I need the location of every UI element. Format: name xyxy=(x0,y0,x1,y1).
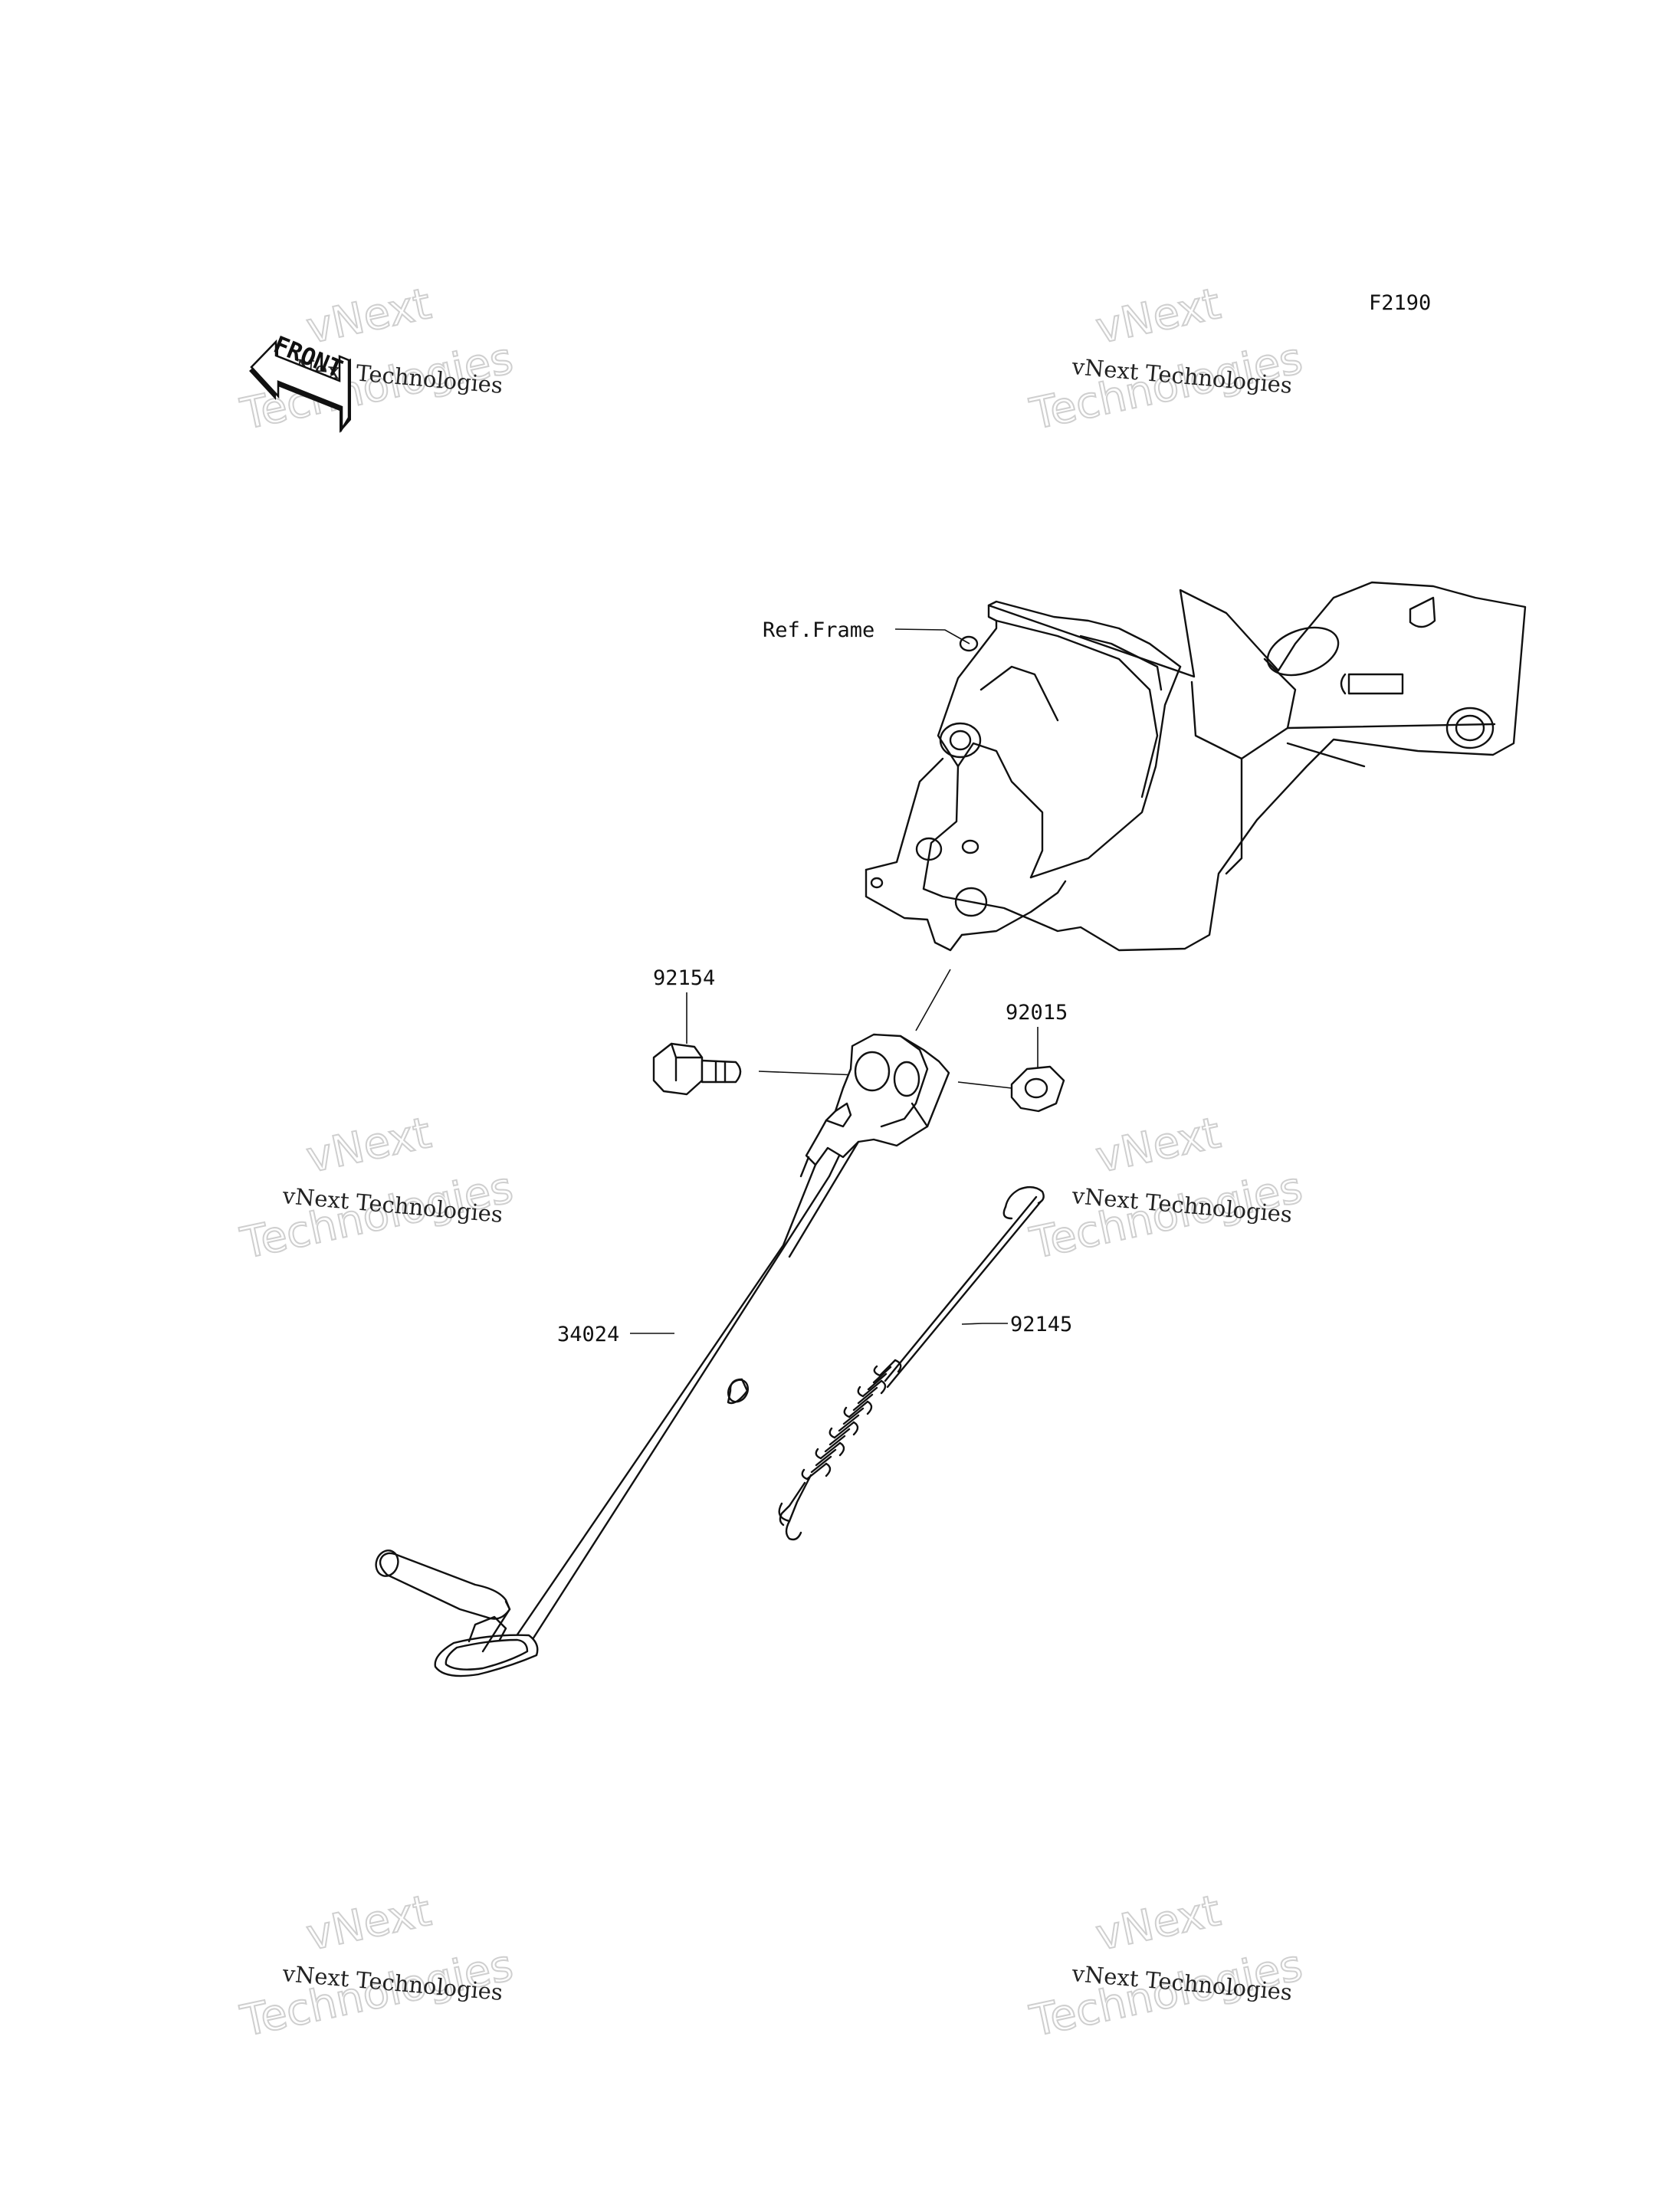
watermark-big-1: vNext xyxy=(302,1108,435,1183)
leader-ref-frame xyxy=(894,628,970,644)
leader-92145 xyxy=(961,1323,1008,1325)
leader-lines xyxy=(630,628,1039,1334)
part-label-34024[interactable]: 34024 xyxy=(557,1323,619,1346)
watermark-bottom-left: vNext Technologies vNext Technologies xyxy=(235,1885,517,2048)
watermark-big-1: vNext xyxy=(302,279,435,354)
watermark-big-1: vNext xyxy=(1091,1108,1225,1183)
frame-bracket-drawing xyxy=(865,581,1527,952)
mount-guide-line xyxy=(915,969,951,1031)
part-label-92145[interactable]: 92145 xyxy=(1010,1313,1072,1336)
part-label-92015[interactable]: 92015 xyxy=(1006,1001,1068,1025)
spring-drawing xyxy=(778,1185,1045,1541)
watermark-top-right: vNext Technologies vNext Technologies xyxy=(1025,278,1307,441)
watermark-big-1: vNext xyxy=(1091,279,1225,354)
watermark-mid-right: vNext Technologies vNext Technologies xyxy=(1025,1107,1307,1270)
part-label-92154[interactable]: 92154 xyxy=(653,966,715,990)
watermark-group: vNext Technologies vNext Technologies vN… xyxy=(235,278,1307,2048)
nut-drawing xyxy=(957,1065,1065,1113)
watermark-mid-left: vNext Technologies vNext Technologies xyxy=(235,1107,517,1270)
watermark-big-1: vNext xyxy=(1091,1886,1225,1961)
front-direction-arrow-icon: FRONT xyxy=(249,331,351,433)
spring-coils xyxy=(801,1359,902,1481)
part-label-ref-frame[interactable]: Ref.Frame xyxy=(763,618,874,642)
watermark-bottom-right: vNext Technologies vNext Technologies xyxy=(1025,1885,1307,2048)
watermark-big-1: vNext xyxy=(302,1886,435,1961)
diagram-code: F2190 xyxy=(1369,291,1431,315)
side-stand-drawing xyxy=(375,1033,950,1677)
bolt-drawing xyxy=(652,1042,859,1096)
